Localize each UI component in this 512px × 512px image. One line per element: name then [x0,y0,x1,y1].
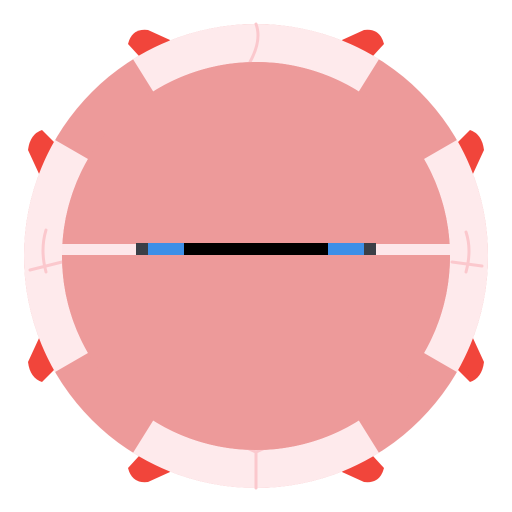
center-slot [136,243,376,255]
corner-tab-top-left [128,29,170,68]
slot-end-cap-left [136,243,148,255]
corner-tab-top-right [342,29,384,68]
corner-tab-right-upper [450,130,484,176]
rim-seam-left [28,228,64,274]
rim-seam-top [248,22,260,64]
rim-segments [24,22,488,490]
corner-tab-right-lower [450,336,484,382]
corner-tab-left-upper [28,130,62,176]
slot-light-right [328,243,364,255]
corner-tab-bottom-left [128,444,170,483]
corner-tab-bottom-right [342,444,384,483]
rim-segment-left [24,140,88,372]
rim-seam-right [450,230,484,274]
rim-segment-right [424,140,488,372]
inner-disc [62,62,450,450]
slot-light-left [148,243,184,255]
slot-end-cap-right [364,243,376,255]
slot-body [184,243,328,255]
corner-tab-left-lower [28,336,62,382]
rim-segment-top [133,23,379,92]
corner-tabs [28,29,484,483]
